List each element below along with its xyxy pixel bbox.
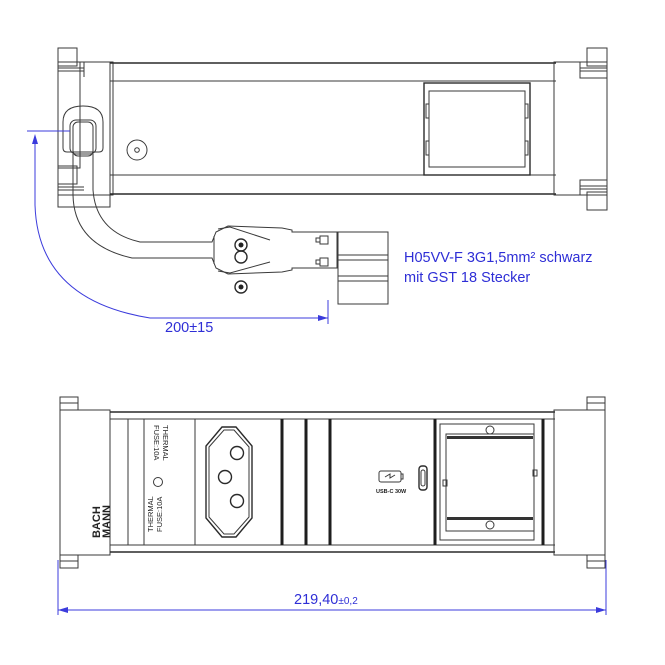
- empty-module-frame: [439, 419, 545, 545]
- svg-text:FUSE:10A: FUSE:10A: [155, 497, 164, 532]
- swiss-socket-icon: [205, 426, 253, 538]
- overall-length-dimension: [57, 560, 607, 615]
- gst18-connector: [200, 225, 389, 305]
- module-slot: [423, 82, 531, 176]
- usb-c-label: USB-C 30W: [376, 489, 407, 495]
- svg-text:BACH: BACH: [91, 506, 103, 538]
- svg-text:MANN: MANN: [101, 505, 113, 538]
- fuse-label-lower: THERMAL FUSE:10A: [146, 496, 164, 532]
- cable: [72, 154, 200, 259]
- svg-text:THERMAL: THERMAL: [161, 425, 170, 461]
- cable-length-label: 200±15: [165, 320, 214, 336]
- svg-text:THERMAL: THERMAL: [146, 496, 155, 532]
- cable-spec-line1: H05VV-F 3G1,5mm² schwarz: [404, 250, 593, 266]
- charging-icon: [378, 470, 404, 483]
- top-view-power-strip: [57, 47, 608, 211]
- fuse-label-upper: THERMAL FUSE:10A: [152, 425, 170, 461]
- usb-c-port: [418, 465, 428, 491]
- front-left-end-cap: [59, 396, 111, 569]
- overall-length-tolerance: ±0,2: [338, 596, 358, 607]
- front-body: [110, 411, 555, 553]
- right-end-cap: [553, 47, 608, 211]
- left-end-cap: [57, 47, 114, 208]
- overall-length-value: 219,40: [294, 592, 339, 608]
- front-view-power-strip: USB-C 30W: [59, 396, 606, 569]
- indicator-circle: [126, 139, 148, 161]
- front-right-end-cap: [553, 396, 606, 569]
- cable-length-dimension: [27, 130, 329, 324]
- overall-length-label: 219,40±0,2: [294, 592, 358, 608]
- bachmann-logo: BACH MANN: [91, 505, 113, 538]
- cable-spec-line2: mit GST 18 Stecker: [404, 270, 531, 286]
- cable-grommet: [62, 105, 104, 157]
- fuse-reset-button: [153, 477, 163, 487]
- svg-text:FUSE:10A: FUSE:10A: [152, 425, 161, 460]
